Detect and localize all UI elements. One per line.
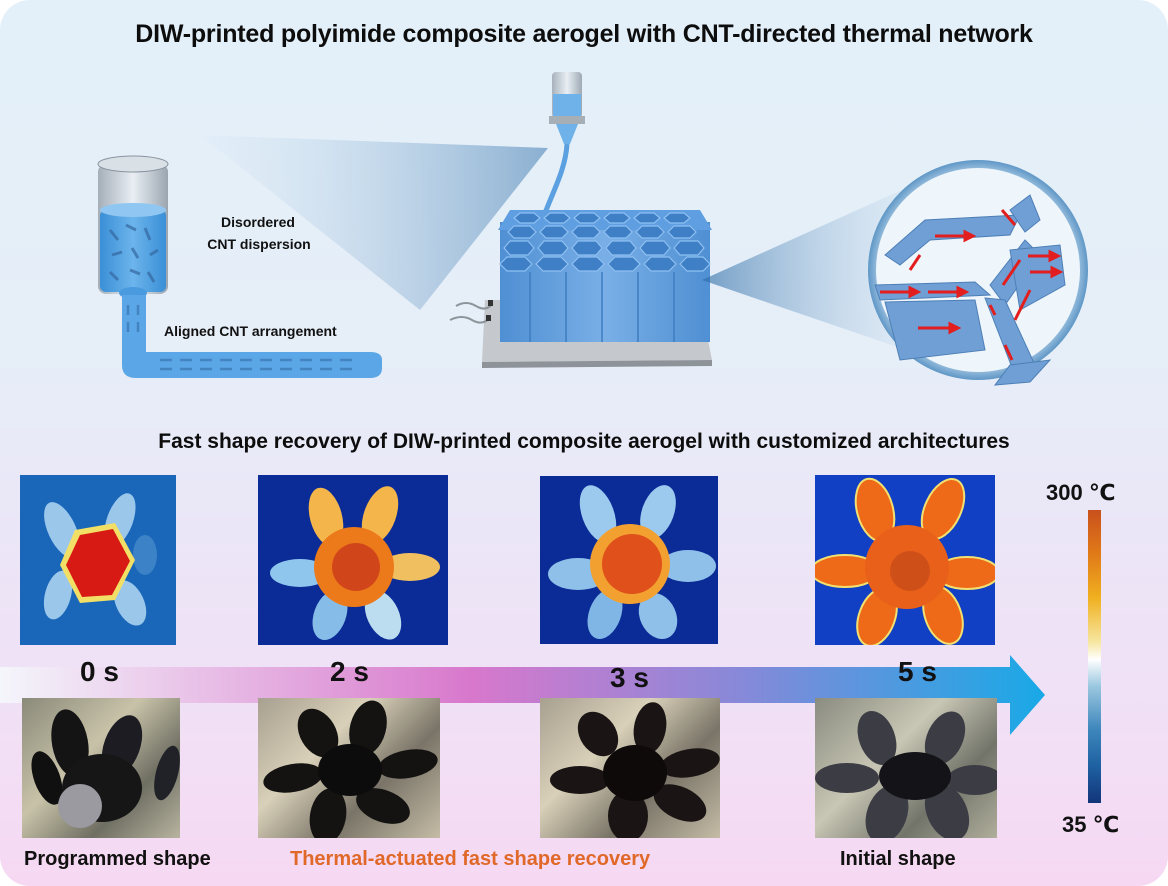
syringe-icon [97,155,382,378]
top-schematic [97,72,1088,386]
time-arrow [0,655,1045,735]
recovery-label: Thermal-actuated fast shape recovery [290,848,651,870]
syringe-label-1: Disordered [221,214,295,230]
honeycomb-aerogel [498,210,712,342]
initial-shape-label: Initial shape [840,848,956,870]
colorbar-min-label: 35 ℃ [1062,812,1120,837]
time-label-3s: 3 s [610,662,649,693]
cnt-network-inset [868,160,1088,386]
thermal-image-5s [815,475,995,645]
hex-row-4 [499,256,711,272]
section-subtitle: Fast shape recovery of DIW-printed compo… [158,430,1010,453]
print-syringe-icon [532,72,585,251]
time-label-2s: 2 s [330,656,369,687]
photo-initial-shape [815,698,997,838]
thermal-image-3s [540,476,718,644]
photo-recovery-2s [258,698,440,838]
thermal-image-2s [258,475,448,645]
time-label-5s: 5 s [898,656,937,687]
hex-row-3 [503,240,705,256]
photo-programmed-shape [22,698,180,838]
hex-row-2 [507,225,697,239]
zoom-beam-right [702,175,935,360]
time-label-0s: 0 s [80,656,119,687]
colorbar-max-label: 300 ℃ [1046,480,1116,505]
syringe-label-2: CNT dispersion [207,236,311,252]
figure-title: DIW-printed polyimide composite aerogel … [135,20,1033,48]
temperature-colorbar [1088,510,1101,803]
photo-recovery-3s [540,698,720,838]
thermal-image-0s [20,475,176,645]
hex-row-1 [513,212,691,224]
zoom-beam-left [200,135,548,310]
programmed-shape-label: Programmed shape [24,848,211,870]
nozzle-label: Aligned CNT arrangement [164,323,337,339]
